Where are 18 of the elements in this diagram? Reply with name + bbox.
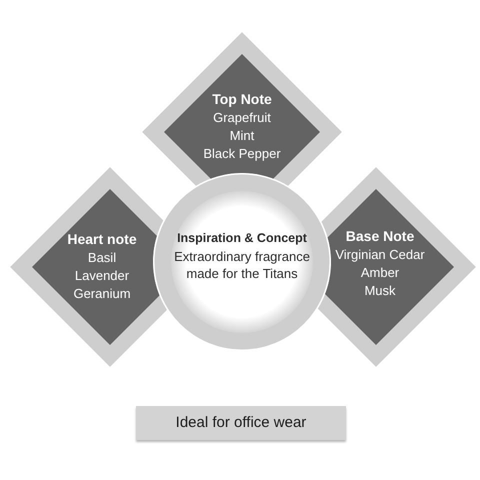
ingredient-label: Amber: [360, 264, 400, 281]
ingredient-label: Grapefruit: [213, 109, 271, 126]
ingredient-label: Virginian Cedar: [335, 246, 425, 263]
note-heading: Heart note: [67, 230, 137, 249]
concept-description: Extraordinary fragrance made for the Titans: [173, 248, 311, 282]
tagline-text: Ideal for office wear: [176, 414, 306, 432]
tagline-bar: [136, 406, 346, 440]
ingredient-label: Basil: [88, 249, 116, 266]
note-diamond: [317, 167, 476, 367]
note-heading: Top Note: [212, 90, 272, 109]
concept-heading: Inspiration & Concept: [177, 230, 307, 247]
concept-circle: [153, 173, 331, 351]
ingredient-label: Musk: [364, 282, 396, 299]
note-heading: Base Note: [346, 227, 414, 246]
ingredient-label: Mint: [230, 127, 254, 144]
ingredient-label: Geranium: [73, 285, 131, 302]
ingredient-label: Black Pepper: [203, 145, 281, 162]
ingredient-label: Lavender: [74, 267, 130, 284]
